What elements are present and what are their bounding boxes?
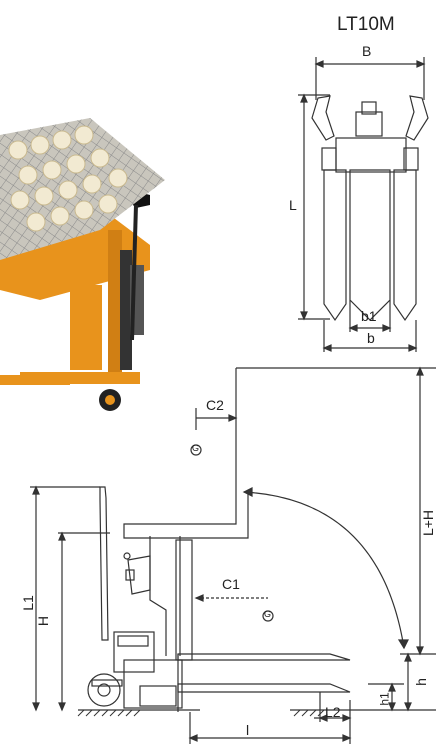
label-G-lower: G [264, 609, 272, 619]
label-l: l [246, 722, 250, 738]
label-L: L [289, 197, 297, 213]
label-H: H [35, 615, 52, 627]
label-h1: h1 [377, 692, 392, 706]
label-G-upper: G [192, 443, 200, 453]
label-B: B [362, 43, 372, 59]
wire-cage [0, 118, 165, 260]
model-title: LT10M [337, 14, 395, 35]
label-C1: C1 [222, 576, 240, 592]
label-b: b [367, 330, 375, 346]
label-h: h [412, 678, 429, 686]
label-C2: C2 [206, 397, 224, 413]
label-L1: L1 [19, 595, 36, 611]
label-b1: b1 [361, 308, 377, 324]
tipper-frame [0, 193, 150, 385]
label-L2: L2 [325, 704, 341, 720]
label-L-plus-H: L+H [420, 509, 437, 537]
